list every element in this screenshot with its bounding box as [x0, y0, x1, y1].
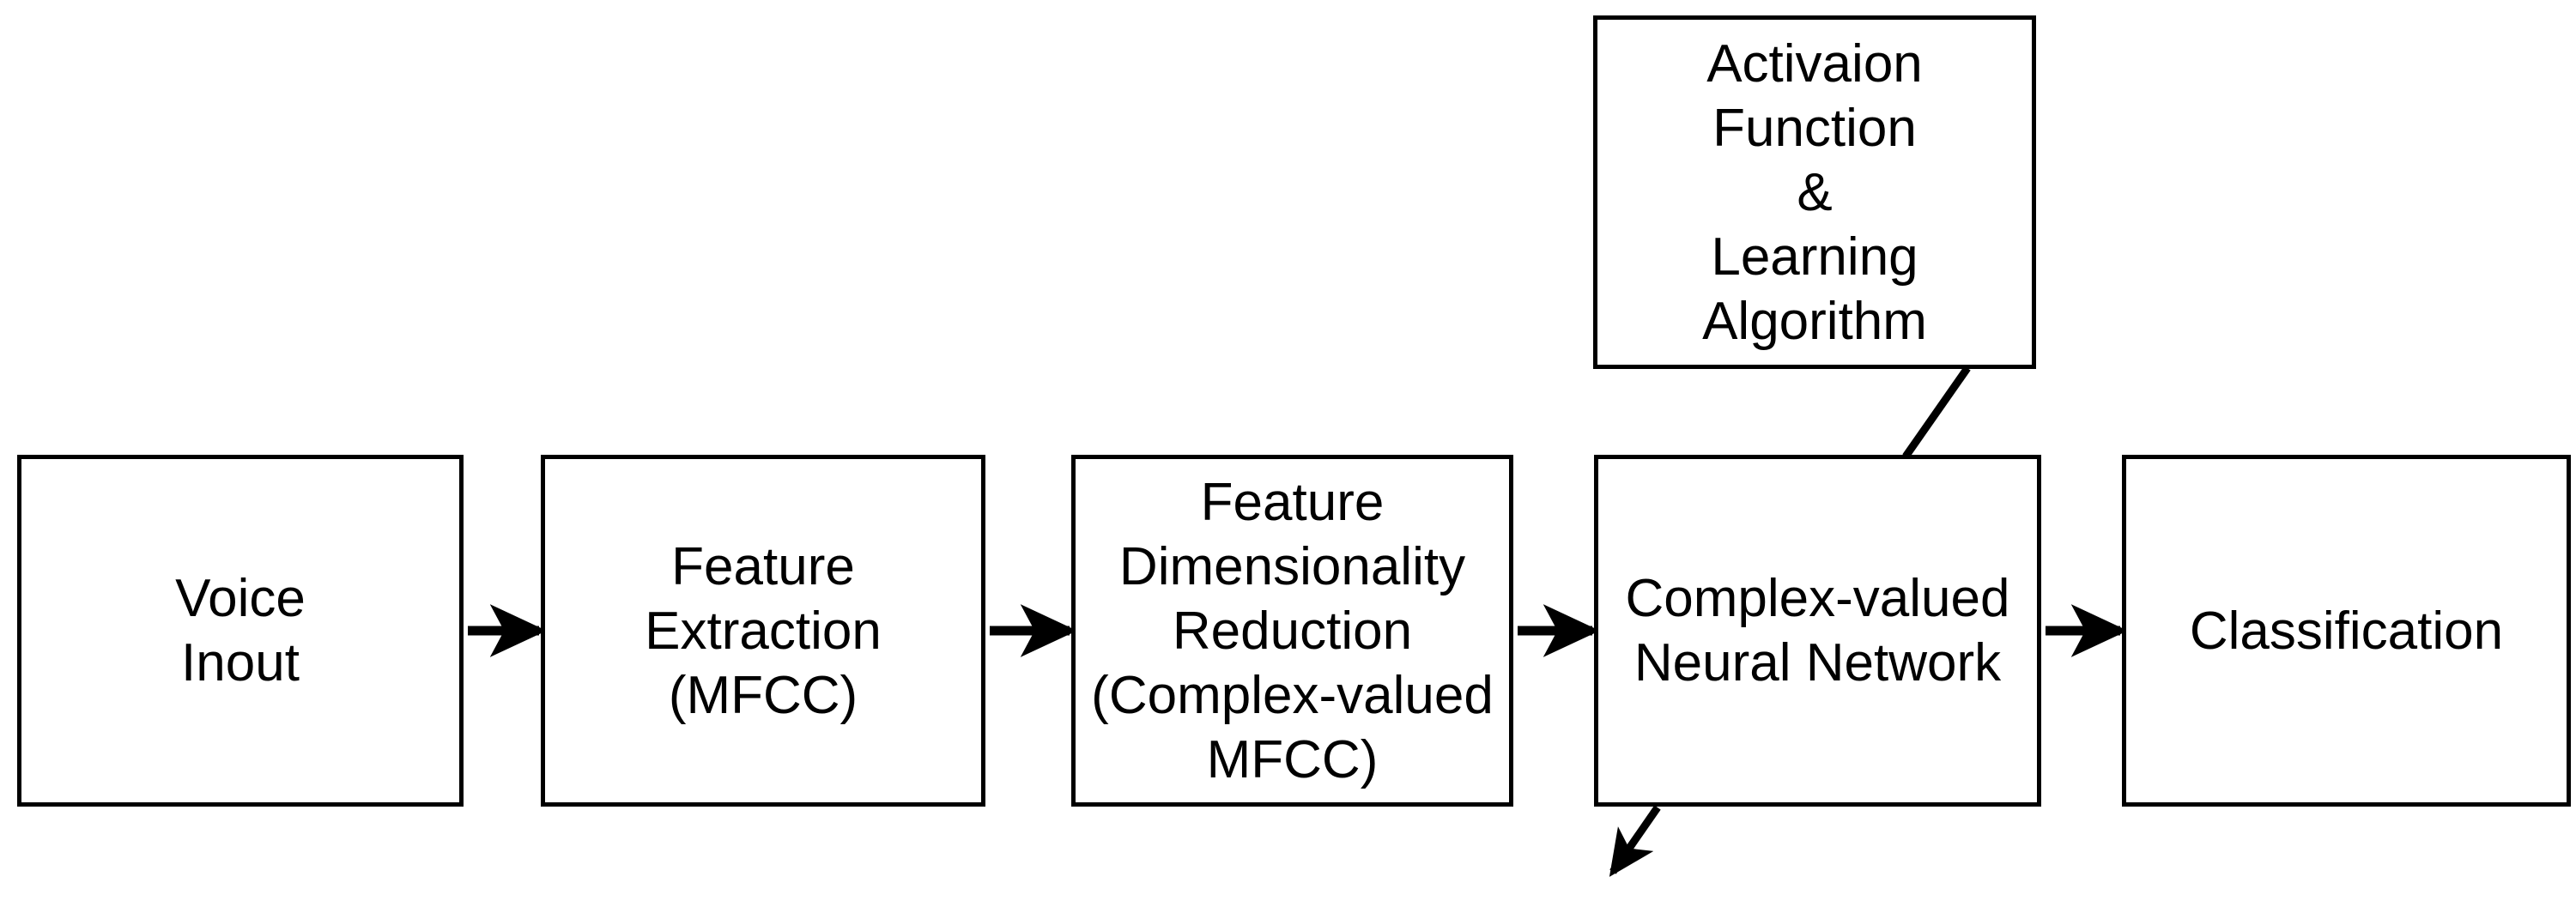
node-activation-function-and-learning-algorithm[interactable]: Activaion Function & Learning Algorithm — [1593, 15, 2036, 369]
line-activation-to-cvnn — [1902, 366, 1971, 459]
node-voice-input-line-1: Inout — [181, 633, 300, 692]
node-feature-dim-reduction-line-4: MFCC) — [1206, 729, 1379, 789]
node-voice-input-line-0: Voice — [175, 569, 306, 628]
node-feature-extraction-line-2: (MFCC) — [668, 665, 858, 725]
node-feature-dim-reduction-line-1: Dimensionality — [1118, 536, 1466, 596]
node-activation-line-3: Learning — [1711, 227, 1918, 287]
node-feature-dim-reduction-line-3: (Complex-valued — [1091, 665, 1494, 725]
node-activation-line-1: Function — [1712, 98, 1917, 158]
node-complex-valued-neural-network[interactable]: Complex-valued Neural Network — [1594, 455, 2041, 807]
node-voice-input[interactable]: Voice Inout — [17, 455, 464, 807]
node-cvnn-line-1: Neural Network — [1633, 633, 2002, 692]
node-cvnn-line-0: Complex-valued — [1625, 569, 2010, 628]
node-classification[interactable]: Classification — [2122, 455, 2571, 807]
node-feature-extraction-line-1: Extraction — [645, 601, 882, 661]
node-activation-line-2: & — [1797, 162, 1833, 222]
node-feature-dim-reduction-line-2: Reduction — [1172, 601, 1413, 661]
node-feature-extraction[interactable]: Feature Extraction (MFCC) — [541, 455, 985, 807]
arrow-cvnn-output — [1609, 805, 1661, 877]
node-feature-extraction-line-0: Feature — [671, 536, 855, 596]
node-feature-dimensionality-reduction[interactable]: Feature Dimensionality Reduction (Comple… — [1071, 455, 1513, 807]
node-feature-dim-reduction-line-0: Feature — [1200, 472, 1385, 532]
node-activation-line-4: Algorithm — [1702, 291, 1927, 351]
node-activation-line-0: Activaion — [1706, 33, 1923, 94]
node-classification-line-0: Classification — [2189, 601, 2504, 661]
